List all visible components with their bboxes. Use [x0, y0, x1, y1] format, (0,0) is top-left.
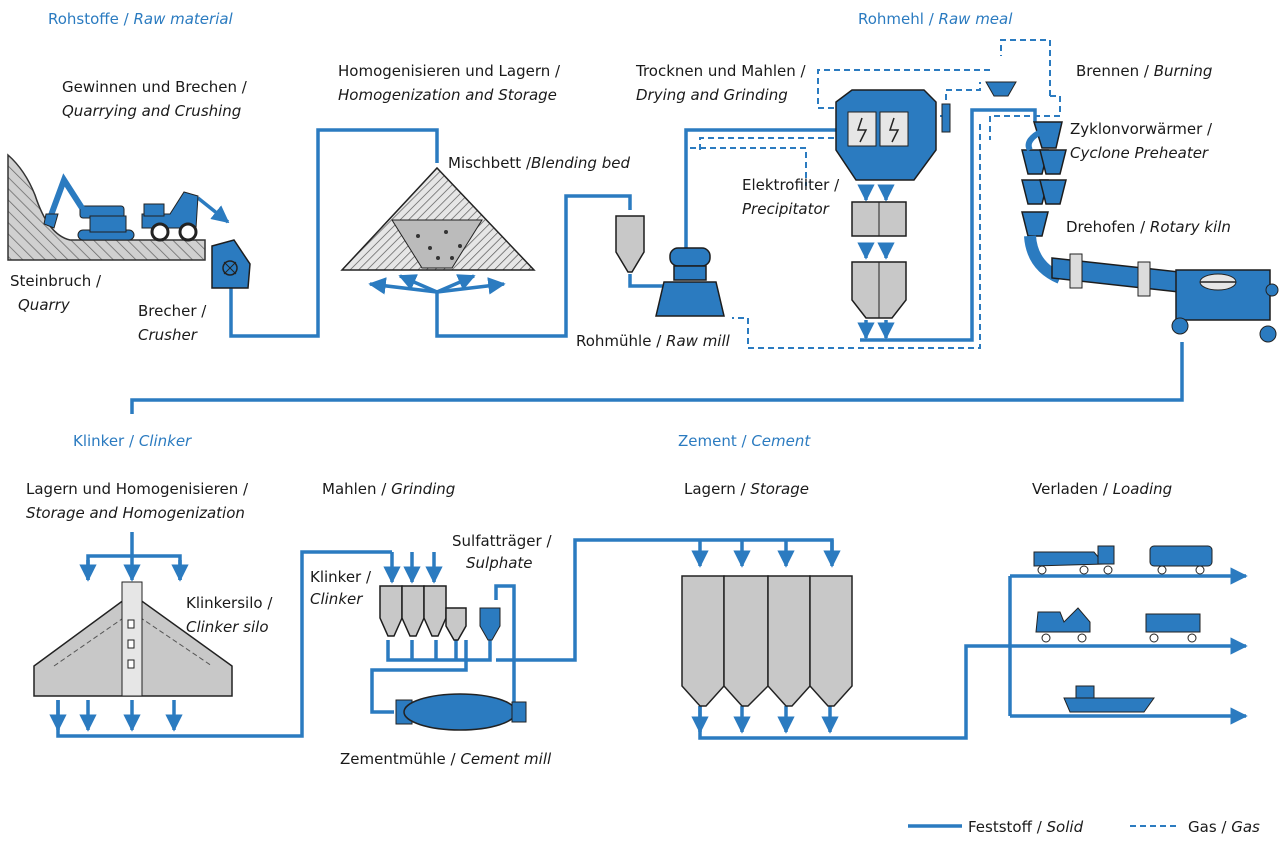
label-rotary-kiln: Drehofen / Rotary kiln — [1066, 218, 1231, 236]
label-precipitator-de: Elektrofilter / — [742, 176, 840, 194]
section-raw-material: Rohstoffe / Raw material — [48, 10, 234, 28]
cyclone-preheater-icon — [1021, 121, 1067, 284]
cement-mill-icon — [395, 693, 527, 731]
label-burning: Brennen / Burning — [1076, 62, 1212, 80]
legend-solid-label: Feststoff / Solid — [968, 818, 1084, 836]
label-clinker-de: Klinker / — [310, 568, 372, 586]
label-quarry-en: Quarry — [18, 296, 71, 314]
label-quarrying-en: Quarrying and Crushing — [62, 102, 241, 120]
label-raw-mill: Rohmühle / Raw mill — [576, 332, 731, 350]
quarry-illustration — [7, 153, 206, 261]
label-clinker-silo-en: Clinker silo — [186, 618, 269, 636]
label-sulphate-en: Sulphate — [466, 554, 533, 572]
rail-wagon-icon — [1035, 607, 1091, 643]
raw-mill-icon — [655, 247, 725, 317]
section-cement: Zement / Cement — [678, 432, 811, 450]
label-cyclone-en: Cyclone Preheater — [1070, 144, 1209, 162]
section-clinker: Klinker / Clinker — [73, 432, 192, 450]
cement-storage-silos-icon — [681, 575, 853, 707]
label-storage: Lagern / Storage — [684, 480, 809, 498]
raw-feed-bin-icon — [615, 215, 645, 273]
label-cyclone-de: Zyklonvorwärmer / — [1070, 120, 1213, 138]
label-drying-en: Drying and Grinding — [636, 86, 788, 104]
label-sulphate-de: Sulfatträger / — [452, 532, 552, 550]
legend-gas-label: Gas / Gas — [1188, 818, 1260, 836]
clinker-silo-icon — [33, 581, 233, 697]
label-storage-homog-de: Lagern und Homogenisieren / — [26, 480, 249, 498]
excavator-icon — [43, 173, 135, 241]
label-crusher-de: Brecher / — [138, 302, 207, 320]
rotary-kiln-icon — [1051, 253, 1279, 343]
label-clinker-en: Clinker — [310, 590, 363, 608]
label-homog-en: Homogenization and Storage — [338, 86, 557, 104]
raw-meal-silos-icon — [851, 201, 907, 319]
label-cement-mill: Zementmühle / Cement mill — [340, 750, 552, 768]
gas-flow-lines — [685, 39, 1061, 349]
label-quarry-de: Steinbruch / — [10, 272, 102, 290]
label-grinding: Mahlen / Grinding — [322, 480, 455, 498]
label-crusher-en: Crusher — [138, 326, 198, 344]
ship-icon — [1063, 685, 1155, 713]
label-clinker-silo-de: Klinkersilo / — [186, 594, 273, 612]
exhaust-stack-icon — [941, 81, 1017, 133]
label-homog-de: Homogenisieren und Lagern / — [338, 62, 561, 80]
rail-wagon-2-icon — [1145, 613, 1201, 643]
section-raw-meal: Rohmehl / Raw meal — [858, 10, 1013, 28]
crusher-icon — [211, 239, 251, 289]
solid-flow-lines — [49, 108, 1248, 740]
legend: Feststoff / Solid Gas / Gas — [908, 818, 1260, 836]
label-precipitator-en: Precipitator — [742, 200, 830, 218]
truck-icon — [1149, 545, 1213, 575]
label-storage-homog-en: Storage and Homogenization — [26, 504, 245, 522]
label-blending-bed: Mischbett /Blending bed — [448, 154, 630, 172]
label-drying-de: Trocknen und Mahlen / — [635, 62, 807, 80]
blending-bed-icon — [340, 166, 536, 271]
truck-trailer-icon — [1033, 545, 1115, 575]
dump-truck-icon — [141, 191, 199, 242]
label-quarrying-de: Gewinnen und Brechen / — [62, 78, 248, 96]
precipitator-icon — [835, 89, 937, 181]
mill-feed-bins-icon — [379, 585, 501, 641]
label-loading: Verladen / Loading — [1032, 480, 1172, 498]
